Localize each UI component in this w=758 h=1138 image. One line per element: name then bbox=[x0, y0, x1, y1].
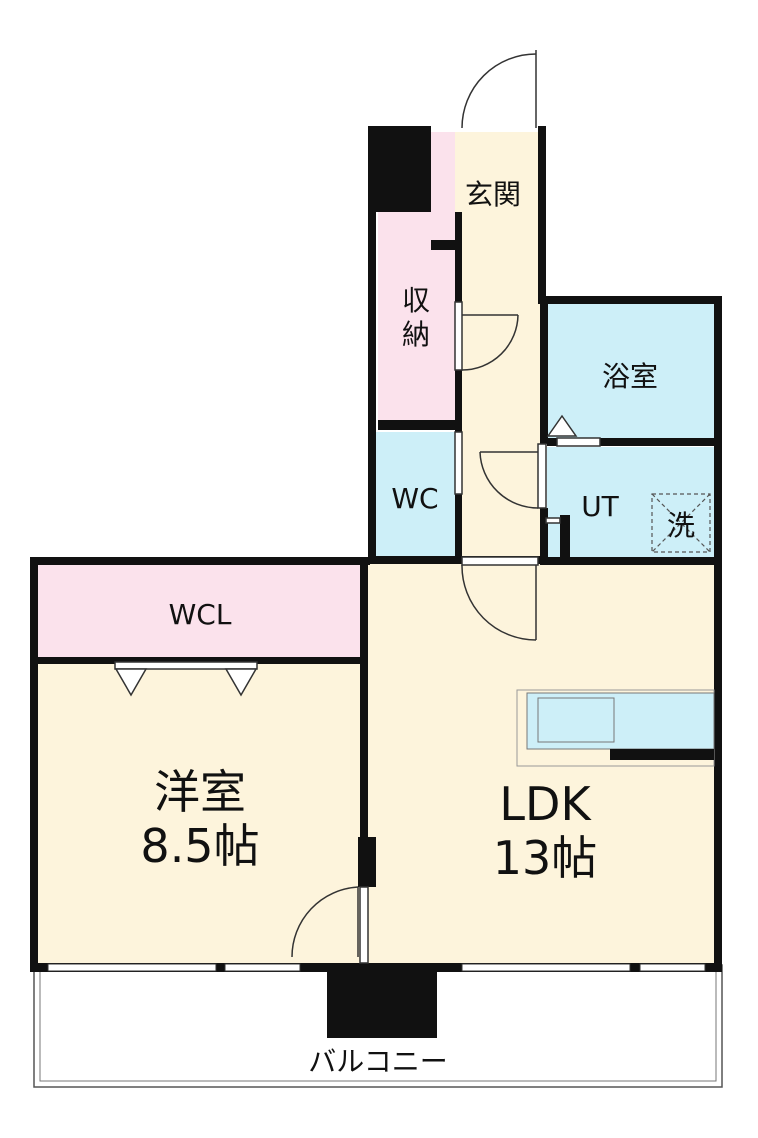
wc-door[interactable] bbox=[454, 431, 539, 509]
ut-door[interactable] bbox=[537, 443, 561, 524]
label-wc: WC bbox=[391, 482, 438, 515]
label-storage-1: 収 bbox=[402, 284, 430, 317]
washing-machine-icon bbox=[651, 493, 711, 553]
balcony-pillar bbox=[327, 964, 437, 1038]
room-wc bbox=[376, 432, 455, 558]
room-hall bbox=[455, 250, 540, 562]
ldk-door[interactable] bbox=[461, 556, 539, 641]
room-western bbox=[38, 662, 363, 964]
label-western-1: 洋室 bbox=[154, 765, 246, 819]
kitchen-counter-icon bbox=[516, 689, 715, 767]
wall-column bbox=[358, 837, 376, 887]
door-swing-icon[interactable] bbox=[461, 50, 537, 131]
label-western-2: 8.5帖 bbox=[140, 819, 259, 873]
walls bbox=[30, 126, 722, 972]
room-entrance bbox=[455, 132, 540, 250]
western-door[interactable] bbox=[291, 886, 369, 964]
label-ldk-2: 13帖 bbox=[493, 831, 598, 885]
windows bbox=[47, 963, 706, 972]
closet-doors[interactable] bbox=[114, 661, 258, 697]
label-utility: UT bbox=[581, 490, 619, 523]
label-ldk-1: LDK bbox=[499, 777, 592, 831]
label-wcl: WCL bbox=[169, 598, 232, 631]
label-bath: 浴室 bbox=[602, 360, 658, 393]
label-balcony: バルコニー bbox=[308, 1045, 447, 1078]
room-bath bbox=[547, 303, 714, 439]
label-storage-2: 納 bbox=[402, 318, 430, 351]
storage-door[interactable] bbox=[454, 301, 519, 371]
room-utility bbox=[547, 447, 714, 557]
label-entrance: 玄関 bbox=[465, 178, 521, 211]
room-wcl bbox=[38, 565, 363, 662]
entrance-column bbox=[368, 126, 431, 212]
bath-step-icon bbox=[546, 414, 601, 447]
label-washer: 洗 bbox=[667, 509, 695, 542]
